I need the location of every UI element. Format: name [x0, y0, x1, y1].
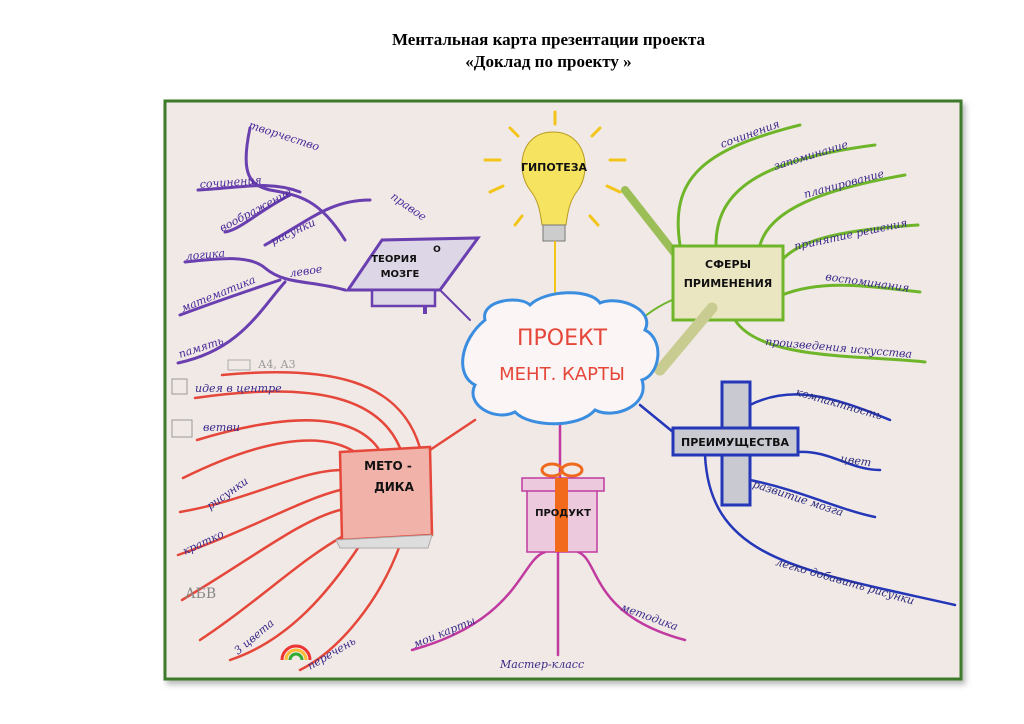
branch-label: левое — [289, 262, 324, 280]
product-branches — [410, 423, 687, 657]
center-label-1: ПРОЕКТ — [517, 326, 608, 351]
branch-label: Мастер-класс — [499, 658, 584, 671]
document-title: Ментальная карта презентации проекта — [391, 30, 706, 49]
brain-theory-branches — [176, 126, 471, 365]
brain-theory-label-3: МОЗГЕ — [381, 269, 420, 280]
document-subtitle: «Доклад по проекту » — [465, 52, 632, 71]
spheres-label-1: СФЕРЫ — [705, 258, 751, 271]
spheres-label-2: ПРИМЕНЕНИЯ — [684, 277, 773, 290]
spheres-box[interactable]: СФЕРЫ ПРИМЕНЕНИЯ — [621, 186, 785, 376]
product-gift[interactable]: ПРОДУКТ — [521, 462, 605, 553]
method-label-1: МЕТО - — [364, 459, 412, 473]
rainbow-icon — [280, 644, 312, 661]
branch-label: ветви — [203, 421, 240, 434]
product-label: ПРОДУКТ — [535, 508, 591, 519]
method-branches — [176, 370, 477, 672]
hypothesis-label: ГИПОТЕЗА — [521, 161, 588, 174]
advantages-label: ПРЕИМУЩЕСТВА — [681, 436, 789, 449]
spheres-branches — [629, 123, 927, 364]
hypothesis-bulb[interactable]: ГИПОТЕЗА — [483, 110, 627, 300]
brain-theory-hat[interactable]: ТЕОРИЯ О МОЗГЕ — [345, 236, 481, 314]
brain-theory-label-1: ТЕОРИЯ — [371, 254, 417, 265]
advantages-cross[interactable]: ПРЕИМУЩЕСТВА — [671, 380, 800, 507]
branch-label: идея в центре — [195, 382, 282, 395]
center-label-2: МЕНТ. КАРТЫ — [499, 364, 625, 385]
advantages-branches — [638, 393, 957, 607]
branch-label: цвет — [840, 452, 873, 469]
center-cloud[interactable]: ПРОЕКТ МЕНТ. КАРТЫ — [461, 291, 660, 426]
branch-label: сочинения — [199, 174, 262, 191]
branch-label: А4, А3 — [258, 358, 296, 371]
method-book[interactable]: МЕТО - ДИКА — [335, 445, 434, 549]
branch-label: логика — [185, 247, 225, 263]
branch-label: АБВ — [185, 586, 216, 602]
method-label-2: ДИКА — [374, 480, 415, 494]
brain-theory-label-2: О — [433, 245, 441, 255]
